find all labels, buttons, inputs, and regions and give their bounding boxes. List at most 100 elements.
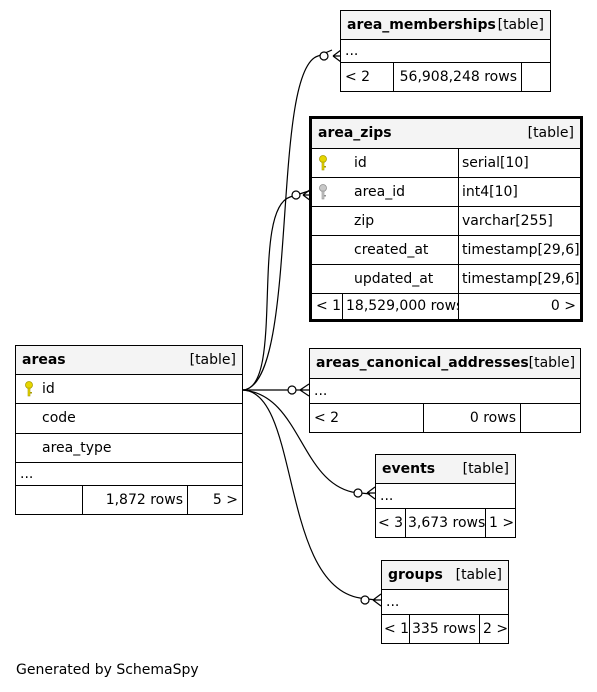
column-row-zip: zip varchar[255] [312,206,580,235]
key-cell [16,375,42,403]
column-type: serial[10] [458,149,580,177]
column-type: timestamp[29,6] [458,265,580,293]
column-type: timestamp[29,6] [458,236,580,264]
column-name: area_type [42,440,112,456]
link-circle-5 [360,595,370,605]
foreign-key-icon [319,184,327,200]
table-area-zips[interactable]: area_zips [table] id serial[10] area_id … [309,116,583,322]
table-footer: < 2 0 rows [310,403,580,432]
table-kind: [table] [455,567,502,583]
column-name: zip [354,213,375,229]
table-groups[interactable]: groups [table] ... < 1 335 rows 2 > [381,560,509,644]
table-kind: [table] [462,461,509,477]
more-columns: ... [345,43,359,59]
table-kind: [table] [497,17,544,33]
column-row-code: code [16,403,242,433]
row-count: 0 rows [423,404,520,432]
more-columns-row: ... [310,378,580,403]
row-count: 3,673 rows [405,509,485,537]
children-count: 2 > [479,615,508,643]
table-header: area_zips [table] [312,119,580,148]
table-kind: [table] [527,125,574,141]
more-columns-row: ... [376,483,515,508]
row-count: 1,872 rows [82,486,187,514]
children-count: 5 > [187,486,242,514]
key-cell [312,207,342,235]
more-columns: ... [386,594,400,610]
column-type: int4[10] [458,178,580,206]
table-area-memberships[interactable]: area_memberships [table] ... < 2 56,908,… [340,10,551,92]
key-cell [312,265,342,293]
crowfoot-4 [366,486,376,500]
table-kind: [table] [189,352,236,368]
table-header: areas_canonical_addresses [table] [310,349,580,378]
table-footer: < 1 335 rows 2 > [382,614,508,643]
column-row-id: id [16,374,242,403]
table-footer: < 1 18,529,000 rows 0 > [312,293,580,319]
parents-count: < 2 [314,410,340,426]
primary-key-icon [319,155,327,171]
table-areas[interactable]: areas [table] id code area_type ... 1,87… [15,345,243,515]
more-columns-row: ... [16,462,242,485]
table-footer: < 3 3,673 rows 1 > [376,508,515,537]
parents-count: < 3 [378,515,404,531]
crowfoot-5 [372,593,382,607]
column-row-id: id serial[10] [312,148,580,177]
parents-count: < 1 [384,621,409,637]
link-area-memberships [242,49,333,391]
more-columns: ... [20,466,34,482]
more-columns-row: ... [382,589,508,614]
parents-count: < 1 [316,298,342,314]
children-count [520,404,580,432]
column-row-area-type: area_type [16,433,242,462]
table-events[interactable]: events [table] ... < 3 3,673 rows 1 > [375,454,516,538]
column-type: varchar[255] [458,207,580,235]
table-header: area_memberships [table] [341,11,550,39]
link-circle-2 [291,190,301,200]
table-name: groups [388,567,443,583]
more-columns: ... [380,488,394,504]
column-row-updated-at: updated_at timestamp[29,6] [312,264,580,293]
table-name: areas_canonical_addresses [316,355,529,371]
column-name: id [354,155,367,171]
children-count: 1 > [485,509,515,537]
link-groups [242,389,377,601]
more-columns: ... [314,383,328,399]
parents-count: < 2 [345,69,371,85]
row-count: 335 rows [409,615,479,643]
column-name: id [42,381,55,397]
table-name: events [382,461,436,477]
table-kind: [table] [528,355,576,371]
crowfoot-1 [332,49,342,63]
key-cell [16,404,42,433]
column-name: area_id [354,184,405,200]
key-cell [16,434,42,462]
table-footer: 1,872 rows 5 > [16,485,242,514]
table-header: events [table] [376,455,515,483]
column-row-created-at: created_at timestamp[29,6] [312,235,580,264]
key-cell [312,178,342,206]
table-header: groups [table] [382,561,508,589]
link-circle-4 [353,488,363,498]
crowfoot-3 [299,383,310,397]
column-name: updated_at [354,271,434,287]
children-count [521,63,550,91]
row-count: 18,529,000 rows [342,294,458,319]
link-area-zips [242,189,313,391]
table-areas-canonical-addresses[interactable]: areas_canonical_addresses [table] ... < … [309,348,581,433]
row-count: 56,908,248 rows [393,63,521,91]
column-name: created_at [354,242,429,258]
link-circle-3 [287,385,297,395]
link-events [242,389,371,495]
parents-count [16,486,82,514]
column-name: code [42,410,76,426]
more-columns-row: ... [341,39,550,62]
table-name: areas [22,352,66,368]
column-row-area-id: area_id int4[10] [312,177,580,206]
table-name: area_memberships [347,17,496,33]
primary-key-icon [25,381,33,397]
children-count: 0 > [458,294,580,319]
key-cell [312,236,342,264]
table-footer: < 2 56,908,248 rows [341,62,550,91]
